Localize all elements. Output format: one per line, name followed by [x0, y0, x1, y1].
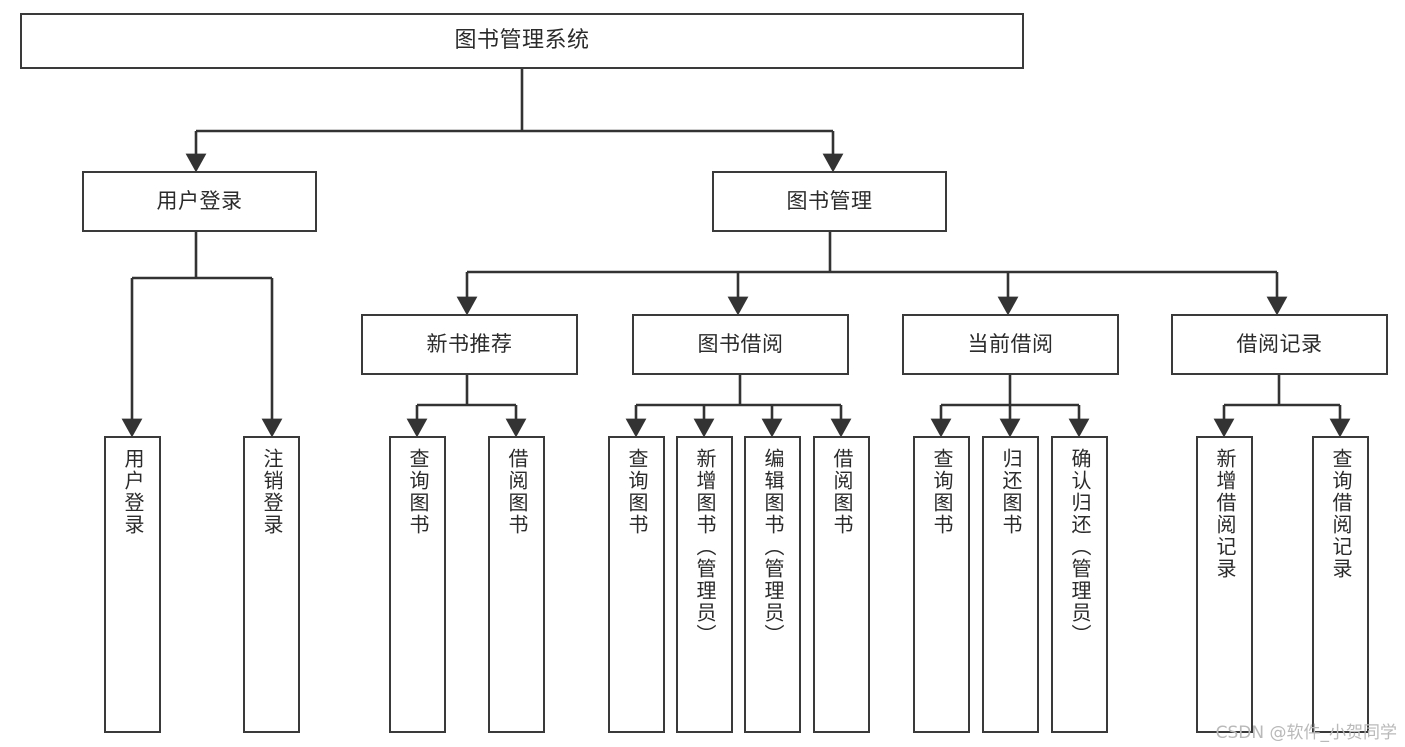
leaf-add-borrow-record[interactable]: 新增借阅记录 — [1196, 436, 1253, 733]
node-label: 编辑图书（管理员） — [761, 448, 785, 646]
leaf-borrow-book[interactable]: 借阅图书 — [813, 436, 870, 733]
node-label: 查询借阅记录 — [1329, 448, 1353, 580]
node-label: 用户登录 — [121, 448, 145, 536]
node-label: 确认归还（管理员） — [1068, 448, 1092, 646]
leaf-add-book[interactable]: 新增图书（管理员） — [676, 436, 733, 733]
node-book-manage[interactable]: 图书管理 — [712, 171, 947, 232]
leaf-query-book-recommend[interactable]: 查询图书 — [389, 436, 446, 733]
node-label: 用户登录 — [156, 189, 243, 214]
node-label: 查询图书 — [406, 448, 430, 536]
node-label: 借阅图书 — [830, 448, 854, 536]
node-label: 借阅图书 — [505, 448, 529, 536]
node-book-borrow[interactable]: 图书借阅 — [632, 314, 849, 375]
leaf-return-book[interactable]: 归还图书 — [982, 436, 1039, 733]
node-label: 借阅记录 — [1236, 332, 1323, 357]
node-label: 归还图书 — [999, 448, 1023, 536]
node-label: 图书管理系统 — [454, 28, 590, 54]
leaf-confirm-return[interactable]: 确认归还（管理员） — [1051, 436, 1108, 733]
leaf-query-book-current[interactable]: 查询图书 — [913, 436, 970, 733]
node-borrow-record[interactable]: 借阅记录 — [1171, 314, 1388, 375]
node-label: 注销登录 — [260, 448, 284, 536]
node-label: 查询图书 — [930, 448, 954, 536]
node-label: 图书管理 — [786, 189, 873, 214]
node-label: 新书推荐 — [426, 332, 513, 357]
node-new-book-recommend[interactable]: 新书推荐 — [361, 314, 578, 375]
node-label: 查询图书 — [625, 448, 649, 536]
node-user-login[interactable]: 用户登录 — [82, 171, 317, 232]
node-root-system[interactable]: 图书管理系统 — [20, 13, 1024, 69]
node-label: 新增图书（管理员） — [693, 448, 717, 646]
leaf-logout[interactable]: 注销登录 — [243, 436, 300, 733]
node-label: 新增借阅记录 — [1213, 448, 1237, 580]
leaf-borrow-book-recommend[interactable]: 借阅图书 — [488, 436, 545, 733]
watermark: CSDN @软件_小贺同学 — [1215, 723, 1397, 743]
node-label: 当前借阅 — [967, 332, 1054, 357]
leaf-query-borrow-record[interactable]: 查询借阅记录 — [1312, 436, 1369, 733]
node-current-borrow[interactable]: 当前借阅 — [902, 314, 1119, 375]
leaf-user-login[interactable]: 用户登录 — [104, 436, 161, 733]
leaf-edit-book[interactable]: 编辑图书（管理员） — [744, 436, 801, 733]
leaf-query-book-borrow[interactable]: 查询图书 — [608, 436, 665, 733]
node-label: 图书借阅 — [697, 332, 784, 357]
